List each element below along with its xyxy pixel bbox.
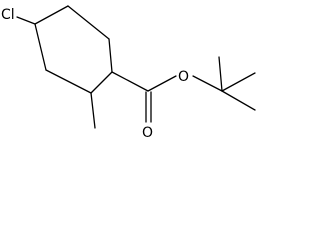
tert-butyl-group <box>218 56 256 111</box>
ring-bond-4 <box>90 71 113 94</box>
tbutyl-methyl-bond-1 <box>218 56 223 92</box>
ester-oxygen-atom-label: O <box>178 69 189 85</box>
ester-group <box>111 71 223 123</box>
ring-bond-6 <box>34 23 47 71</box>
chlorine-atom-label: Cl <box>1 7 15 23</box>
ring-bond-3 <box>108 38 113 73</box>
molecule-canvas: Cl O O <box>1 5 256 137</box>
ester-oxygen-to-tbutyl-bond <box>192 75 223 92</box>
carbonyl-to-ester-oxygen-bond <box>147 75 177 92</box>
ring-bond-2 <box>67 5 110 40</box>
chlorine-bond <box>16 16 36 25</box>
cyclohexane-ring <box>34 5 113 94</box>
methyl-bond <box>90 92 96 129</box>
tbutyl-methyl-bond-2 <box>221 72 256 92</box>
tbutyl-methyl-bond-3 <box>221 90 256 111</box>
ring-to-carbonyl-bond <box>111 71 149 92</box>
ring-bond-5 <box>45 69 92 94</box>
structure-diagram: Cl O O <box>0 0 259 137</box>
ring-bond-1 <box>34 5 69 25</box>
carbonyl-oxygen-atom-label: O <box>142 125 153 137</box>
